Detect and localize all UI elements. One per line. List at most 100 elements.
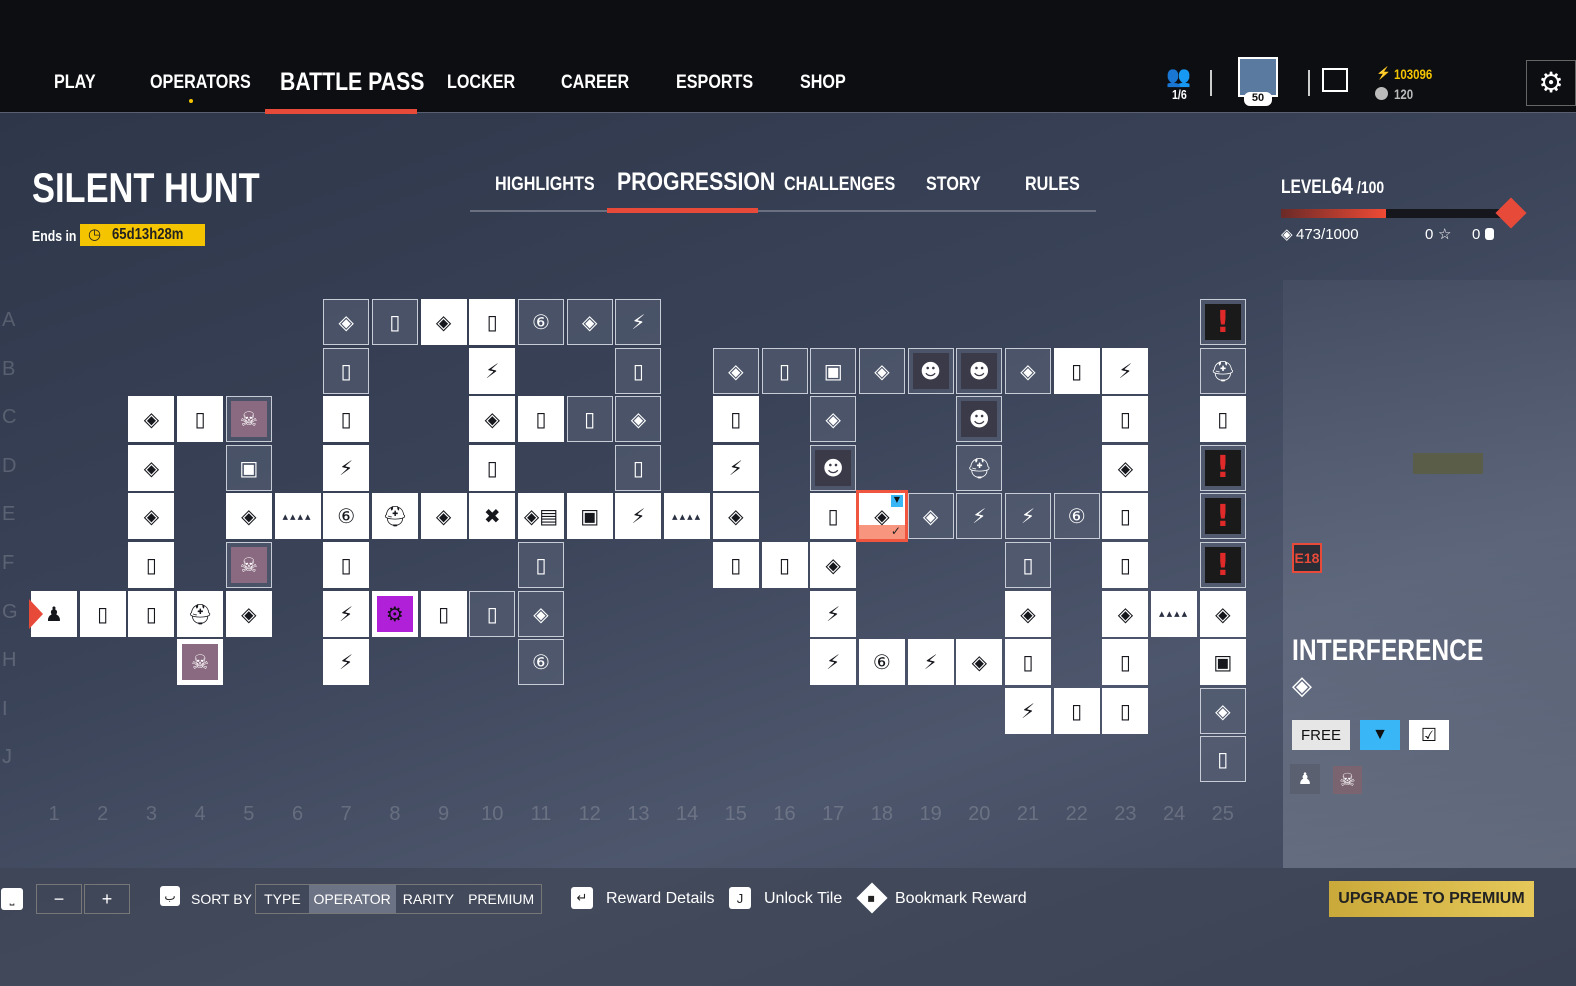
tile-B13-card[interactable]: ▯: [615, 347, 662, 394]
tile-G3-card[interactable]: ▯: [128, 590, 175, 637]
tile-E13-bolt[interactable]: ⚡: [615, 493, 662, 540]
tile-E21-bolt[interactable]: ⚡: [1005, 493, 1051, 540]
tile-E23-card[interactable]: ▯: [1102, 493, 1149, 540]
nav-career[interactable]: CAREER: [561, 72, 630, 93]
tile-B10-bolt[interactable]: ⚡: [469, 347, 516, 394]
tile-C11-card[interactable]: ▯: [518, 396, 564, 443]
tile-D7-bolt[interactable]: ⚡: [323, 444, 370, 491]
tile-C12-card[interactable]: ▯: [566, 396, 613, 443]
tile-E18-drop[interactable]: ◈▼✓: [855, 490, 908, 543]
tile-H23-card[interactable]: ▯: [1102, 639, 1149, 686]
nav-battle-pass[interactable]: BATTLE PASS: [280, 68, 425, 96]
upgrade-premium-button[interactable]: UPGRADE TO PREMIUM: [1329, 881, 1534, 917]
tile-I23-card[interactable]: ▯: [1102, 687, 1149, 734]
tile-B18-drop[interactable]: ◈: [858, 347, 905, 394]
tile-G10-card[interactable]: ▯: [469, 590, 516, 637]
tile-E12-portrait[interactable]: ▣: [566, 493, 613, 540]
tile-F11-card[interactable]: ▯: [518, 542, 564, 588]
tab-rules[interactable]: RULES: [1025, 174, 1080, 195]
tile-E7-coin[interactable]: ⑥: [323, 493, 370, 540]
tile-A11-coin[interactable]: ⑥: [518, 299, 564, 345]
tile-F21-card[interactable]: ▯: [1005, 542, 1051, 588]
tile-C20-face[interactable]: ☻: [956, 396, 1003, 443]
tab-progression[interactable]: PROGRESSION: [617, 168, 776, 196]
filter-bookmark-button[interactable]: ▼: [1360, 720, 1400, 750]
tile-A13-bolt[interactable]: ⚡: [615, 299, 662, 345]
tile-I21-bolt[interactable]: ⚡: [1005, 687, 1051, 734]
tile-C5-skull[interactable]: ☠: [225, 396, 272, 443]
tile-E14-bridge[interactable]: ▴▴▴▴: [664, 493, 711, 540]
tile-E20-bolt[interactable]: ⚡: [956, 493, 1003, 540]
tile-C17-drop[interactable]: ◈: [810, 396, 857, 443]
zoom-out-button[interactable]: −: [36, 884, 82, 914]
tile-C7-card[interactable]: ▯: [323, 396, 370, 443]
tile-H21-card[interactable]: ▯: [1005, 639, 1051, 686]
tile-A25-alert[interactable]: !: [1199, 299, 1246, 345]
tile-G9-card[interactable]: ▯: [420, 590, 467, 637]
tile-E8-hat[interactable]: ⛑: [371, 493, 418, 540]
tile-H17-bolt[interactable]: ⚡: [810, 639, 857, 686]
checkbox-button[interactable]: ☑: [1409, 720, 1449, 750]
tile-G5-drop[interactable]: ◈: [225, 590, 272, 637]
tile-A12-drop[interactable]: ◈: [566, 299, 613, 345]
unlock-tile-button[interactable]: Unlock Tile: [764, 890, 843, 907]
tile-C25-card[interactable]: ▯: [1199, 396, 1246, 443]
tile-E5-drop[interactable]: ◈: [225, 493, 272, 540]
tile-E22-coin[interactable]: ⑥: [1053, 493, 1100, 540]
squad-icon[interactable]: 👥: [1166, 66, 1191, 88]
tile-D5-portrait[interactable]: ▣: [225, 444, 272, 491]
tile-H18-coin[interactable]: ⑥: [858, 639, 905, 686]
tile-G17-bolt[interactable]: ⚡: [810, 590, 857, 637]
sort-rarity[interactable]: RARITY: [402, 891, 455, 907]
tile-A10-card[interactable]: ▯: [469, 299, 516, 345]
tab-highlights[interactable]: HIGHLIGHTS: [495, 174, 595, 195]
news-icon[interactable]: [1322, 68, 1348, 92]
tile-F7-card[interactable]: ▯: [323, 542, 370, 588]
tile-G8-gear[interactable]: ⚙: [371, 590, 418, 637]
tile-H19-bolt[interactable]: ⚡: [907, 639, 954, 686]
tile-B15-drop[interactable]: ◈: [712, 347, 759, 394]
tile-G25-drop[interactable]: ◈: [1199, 590, 1246, 637]
tile-B21-drop[interactable]: ◈: [1005, 347, 1051, 394]
tile-H11-coin[interactable]: ⑥: [518, 639, 564, 686]
nav-locker[interactable]: LOCKER: [447, 72, 516, 93]
tile-B7-card[interactable]: ▯: [323, 347, 370, 394]
tile-C3-drop[interactable]: ◈: [128, 396, 175, 443]
tile-F3-card[interactable]: ▯: [128, 542, 175, 588]
tile-E15-drop[interactable]: ◈: [712, 493, 759, 540]
tile-E9-drop[interactable]: ◈: [420, 493, 467, 540]
tab-challenges[interactable]: CHALLENGES: [784, 174, 896, 195]
tile-C13-drop[interactable]: ◈: [615, 396, 662, 443]
tile-D17-face[interactable]: ☻: [810, 444, 857, 491]
zoom-in-button[interactable]: +: [84, 884, 130, 914]
tile-F15-card[interactable]: ▯: [712, 542, 759, 588]
avatar[interactable]: [1238, 57, 1278, 97]
tile-E19-drop[interactable]: ◈: [907, 493, 954, 540]
tile-C23-card[interactable]: ▯: [1102, 396, 1149, 443]
tile-G4-hat[interactable]: ⛑: [177, 590, 224, 637]
tile-B22-card[interactable]: ▯: [1053, 347, 1100, 394]
nav-shop[interactable]: SHOP: [800, 72, 846, 93]
bookmark-reward-button[interactable]: Bookmark Reward: [895, 890, 1027, 907]
tile-D23-drop[interactable]: ◈: [1102, 444, 1149, 491]
tile-E11-bundle[interactable]: ◈▤: [518, 493, 564, 540]
nav-play[interactable]: PLAY: [54, 72, 96, 93]
sort-operator[interactable]: OPERATOR: [308, 885, 396, 913]
tile-D10-card[interactable]: ▯: [469, 444, 516, 491]
tile-F16-card[interactable]: ▯: [761, 542, 808, 588]
tile-E3-drop[interactable]: ◈: [128, 493, 175, 540]
tile-D25-alert[interactable]: !: [1199, 444, 1246, 491]
tile-I22-card[interactable]: ▯: [1053, 687, 1100, 734]
tile-G11-drop[interactable]: ◈: [518, 590, 564, 637]
tile-E6-bridge[interactable]: ▴▴▴▴: [274, 493, 321, 540]
tile-E25-alert[interactable]: !: [1199, 493, 1246, 540]
tile-E17-card[interactable]: ▯: [810, 493, 857, 540]
tile-H25-portrait[interactable]: ▣: [1199, 639, 1246, 686]
tile-H7-bolt[interactable]: ⚡: [323, 639, 370, 686]
tile-B17-portrait[interactable]: ▣: [810, 347, 857, 394]
tile-D15-bolt[interactable]: ⚡: [712, 444, 759, 491]
tile-G7-bolt[interactable]: ⚡: [323, 590, 370, 637]
tile-B20-face[interactable]: ☻: [956, 347, 1003, 394]
tab-story[interactable]: STORY: [926, 174, 981, 195]
tile-B19-face[interactable]: ☻: [907, 347, 954, 394]
